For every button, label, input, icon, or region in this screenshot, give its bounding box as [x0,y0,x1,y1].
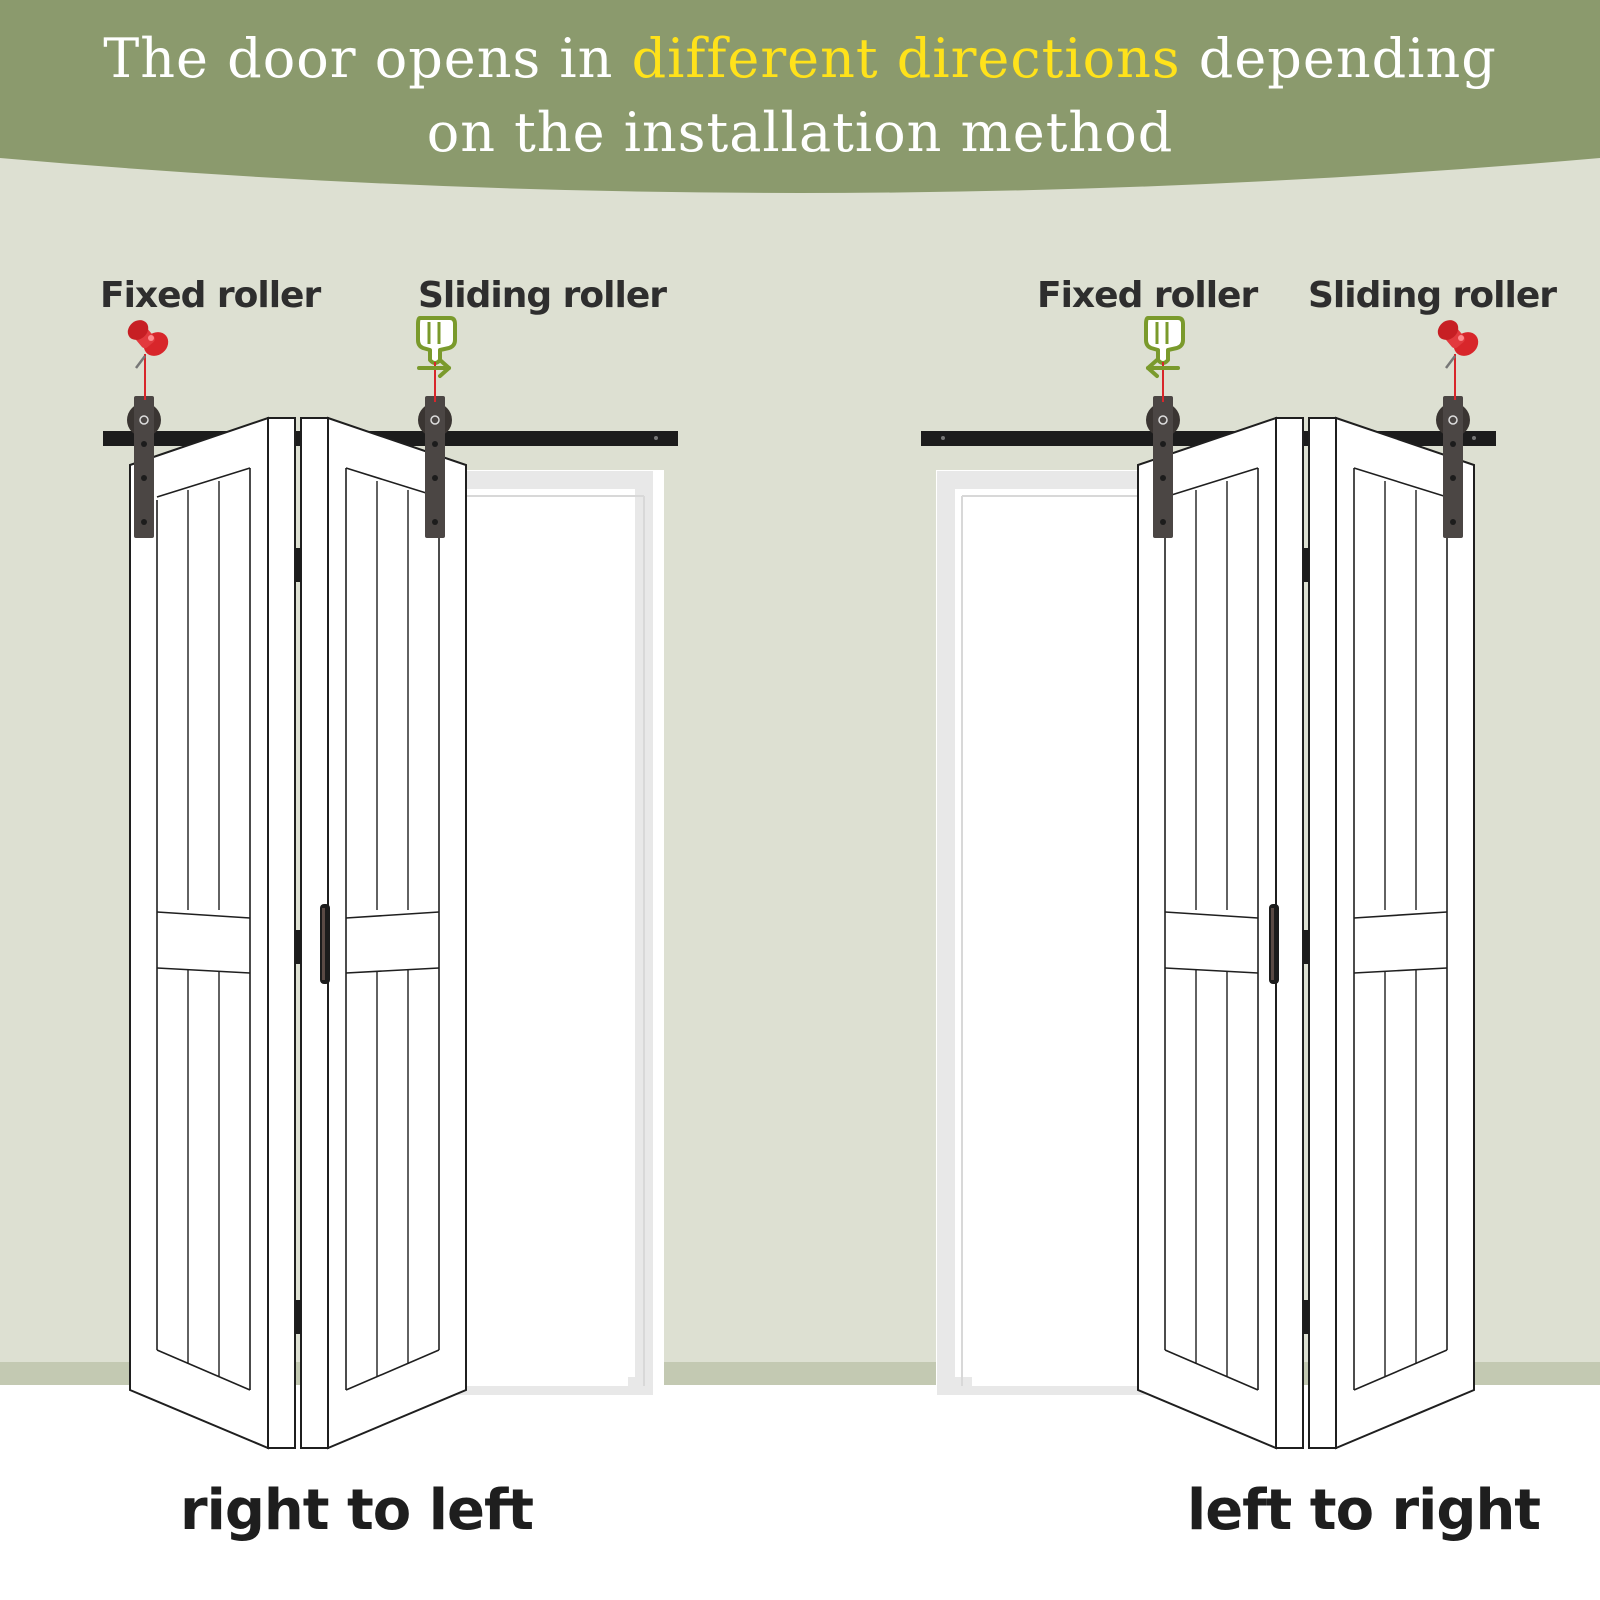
headline-line1: The door opens in different directions d… [103,27,1497,90]
headline-highlight: different directions [631,27,1181,90]
right-direction-caption: left to right [1187,1478,1541,1543]
right-scene [921,314,1496,1449]
left-direction-caption: right to left [180,1478,534,1543]
arrow-left-icon [1146,358,1180,378]
right-fixed-roller-label: Fixed roller [1037,275,1258,316]
left-fixed-roller-label: Fixed roller [100,275,321,316]
arrow-right-icon [417,358,451,378]
headline-line2: on the installation method [426,101,1174,164]
right-sliding-roller-label: Sliding roller [1308,275,1557,316]
left-sliding-roller-label: Sliding roller [418,275,667,316]
left-scene [103,314,678,1449]
headline: The door opens in different directions d… [0,22,1600,170]
header-banner [0,0,1600,193]
